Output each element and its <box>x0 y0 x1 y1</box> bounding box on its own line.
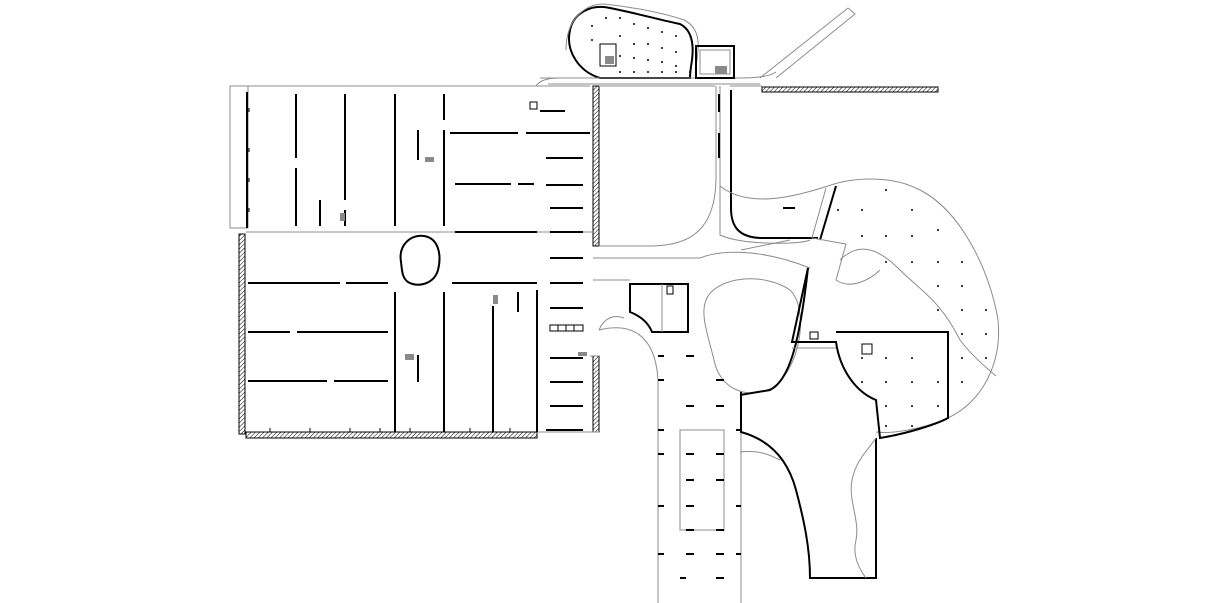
south-parking-strip <box>658 355 741 579</box>
central-kiosk <box>629 283 689 333</box>
corridor-wall-north <box>592 85 600 247</box>
north-road-edge <box>761 86 939 93</box>
hall-south-wall <box>245 431 538 439</box>
traffic-island <box>703 278 801 394</box>
east-curved-wing <box>719 178 1000 579</box>
hall-west-annex <box>229 85 249 229</box>
central-corridor <box>590 85 818 603</box>
roundabout <box>399 234 441 286</box>
corridor-wall-south <box>592 355 600 433</box>
north-curved-pavilion <box>535 3 939 93</box>
large-hall-grid <box>229 85 600 439</box>
hall-west-wall <box>238 233 246 435</box>
